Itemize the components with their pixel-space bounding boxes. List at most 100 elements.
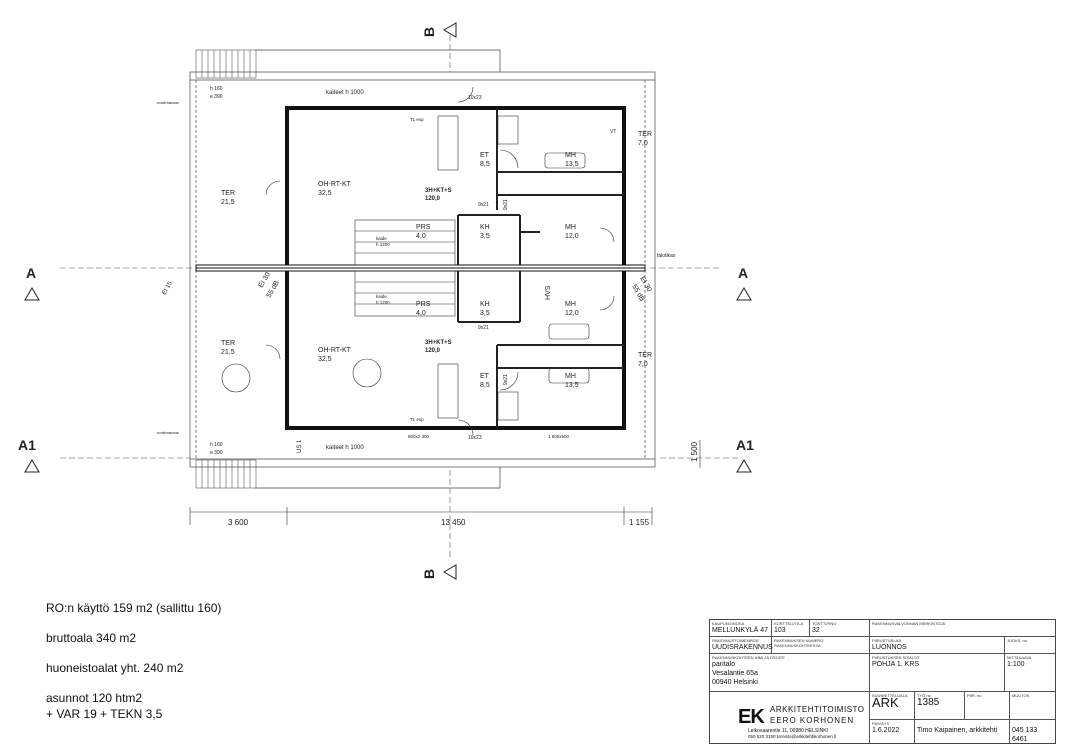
triangle-a-right	[736, 287, 752, 301]
triangle-a1-right	[736, 459, 752, 473]
label-vt: VT	[610, 129, 616, 135]
room-oh-bottom-area: 32,5	[318, 356, 332, 363]
room-mh1-bottom-area: 13,5	[565, 382, 579, 389]
section-a-right: A	[738, 265, 748, 281]
room-mh1-top: MH	[565, 152, 576, 159]
label-hvs: HVS	[545, 285, 552, 300]
apartment-area-bottom: 120,0	[425, 348, 441, 354]
room-prs-bottom-area: 4,0	[416, 310, 426, 317]
label-nostimaraus-bottom: nostimaraus	[157, 430, 179, 435]
party-wall	[195, 264, 646, 272]
label-kaide-top: kaide	[376, 236, 387, 241]
door-swings	[265, 86, 615, 436]
section-a-left: A	[26, 265, 36, 281]
office-name-1: ARKKITEHTITOIMISTO	[770, 705, 865, 714]
room-ter-top: TER	[221, 190, 235, 197]
section-triangles	[24, 22, 752, 580]
room-oh-top: OH-RT-KT	[318, 181, 352, 188]
section-a1-left: A1	[18, 437, 36, 453]
floor-plan-drawing: A A A1 A1 B B TER 21,5 TER 21,5 OH-RT-KT…	[18, 22, 754, 580]
tb-puhelin: 045 133 6461	[1012, 727, 1038, 743]
room-kh-top-area: 3,5	[480, 233, 490, 240]
stairs	[221, 115, 590, 421]
label-tl-bottom: TL esp	[410, 417, 424, 422]
label-h160-bottom: h 160	[210, 442, 223, 448]
section-lines	[60, 35, 740, 560]
tb-piir-no: PIIR. no	[965, 692, 1010, 720]
note-var-tekn: + VAR 19 + TEKN 3,5	[46, 707, 163, 721]
room-kh-bottom: KH	[480, 301, 490, 308]
label-kaide-bottom-h: h 1200	[376, 300, 390, 305]
label-ei30-left: EI 30	[258, 271, 272, 289]
area-notes: RO:n käyttö 159 m2 (sallittu 160) brutto…	[46, 600, 221, 722]
section-b-top: B	[421, 27, 437, 37]
room-mh2-bottom: MH	[565, 301, 576, 308]
label-door-9x21-d: 9x21	[503, 374, 509, 385]
room-mh1-top-area: 13,5	[565, 161, 579, 168]
dimension-1: 3 600	[228, 518, 249, 527]
room-ter-right-bottom-area: 7,0	[638, 361, 648, 368]
label-door-9x21-b: 9x21	[478, 325, 489, 331]
room-oh-bottom: OH-RT-KT	[318, 347, 352, 354]
room-ter-right-bottom: TER	[638, 352, 652, 359]
apartment-type-bottom: 3H+KT+S	[425, 340, 452, 346]
label-kaide-bottom: kaide	[376, 294, 387, 299]
tb-rak-no: RAKENNUKSEN NUMERO RAKENNUSKOHTEESSA	[772, 637, 870, 654]
room-et-bottom: ET	[480, 373, 490, 380]
room-prs-top-area: 4,0	[416, 233, 426, 240]
label-e390-bottom: e 390	[210, 450, 223, 456]
room-et-bottom-area: 8,5	[480, 382, 490, 389]
tb-suunnittelija: Timo Kaipainen, arkkitehti	[915, 720, 1010, 743]
apartment-area-top: 120,0	[425, 196, 441, 202]
office-contact: 050 520 3150 tornisto@arkkitehtikorhonen…	[748, 734, 837, 739]
room-ter-bottom-area: 21,5	[221, 349, 235, 356]
interior-walls	[457, 108, 624, 428]
room-oh-top-area: 32,5	[318, 190, 332, 197]
room-et-top-area: 8,5	[480, 161, 490, 168]
balcony-stair-bottom	[195, 459, 257, 489]
dimension-2: 13 450	[441, 518, 466, 527]
label-door-9x21-c: 9x21	[503, 199, 509, 210]
tb-office: EK ARKKITEHTITOIMISTO EERO KORHONEN Leik…	[710, 692, 870, 743]
room-prs-top: PRS	[416, 224, 431, 231]
note-gross-area: bruttoala 340 m2	[46, 631, 137, 645]
dimension-side: 1 500	[690, 441, 699, 462]
tb-merkinta: RAKENNUSVALVONNAN MERKINTÖJÄ	[870, 620, 1055, 637]
room-ter-bottom: TER	[221, 340, 235, 347]
room-mh1-bottom: MH	[565, 373, 576, 380]
label-ei15: EI 15	[162, 280, 175, 296]
label-tl-top: TL esp	[410, 117, 424, 122]
office-name-2: EERO KORHONEN	[770, 716, 855, 725]
label-nostimaraus-top: nostimaraus	[157, 100, 179, 105]
tb-juokseva: JUOKS. no	[1005, 637, 1055, 654]
room-ter-right-top-area: 7,0	[638, 140, 648, 147]
triangle-a1-left	[24, 459, 40, 473]
label-window-1800: 1 800x500	[548, 434, 570, 439]
triangle-b-bottom	[443, 564, 457, 580]
dimension-3: 1 155	[629, 518, 650, 527]
room-kh-top: KH	[480, 224, 490, 231]
label-door-10x23-bottom: 10x23	[468, 435, 482, 441]
room-ter-top-area: 21,5	[221, 199, 235, 206]
label-door-9x21-a: 9x21	[478, 202, 489, 208]
section-a1-right: A1	[736, 437, 754, 453]
label-kaiteet-bottom: kaiteet h 1000	[326, 445, 364, 451]
room-mh2-top-area: 12,0	[565, 233, 579, 240]
dimension-line	[189, 440, 701, 525]
label-kaide-top-h: h 1200	[376, 242, 390, 247]
note-ro-usage: RO:n käyttö 159 m2 (sallittu 160)	[46, 601, 222, 615]
apartment-type-top: 3H+KT+S	[425, 188, 452, 194]
room-mh2-top: MH	[565, 224, 576, 231]
terrace-outline	[189, 49, 656, 489]
note-dwellings: asunnot 120 htm2	[46, 691, 143, 705]
